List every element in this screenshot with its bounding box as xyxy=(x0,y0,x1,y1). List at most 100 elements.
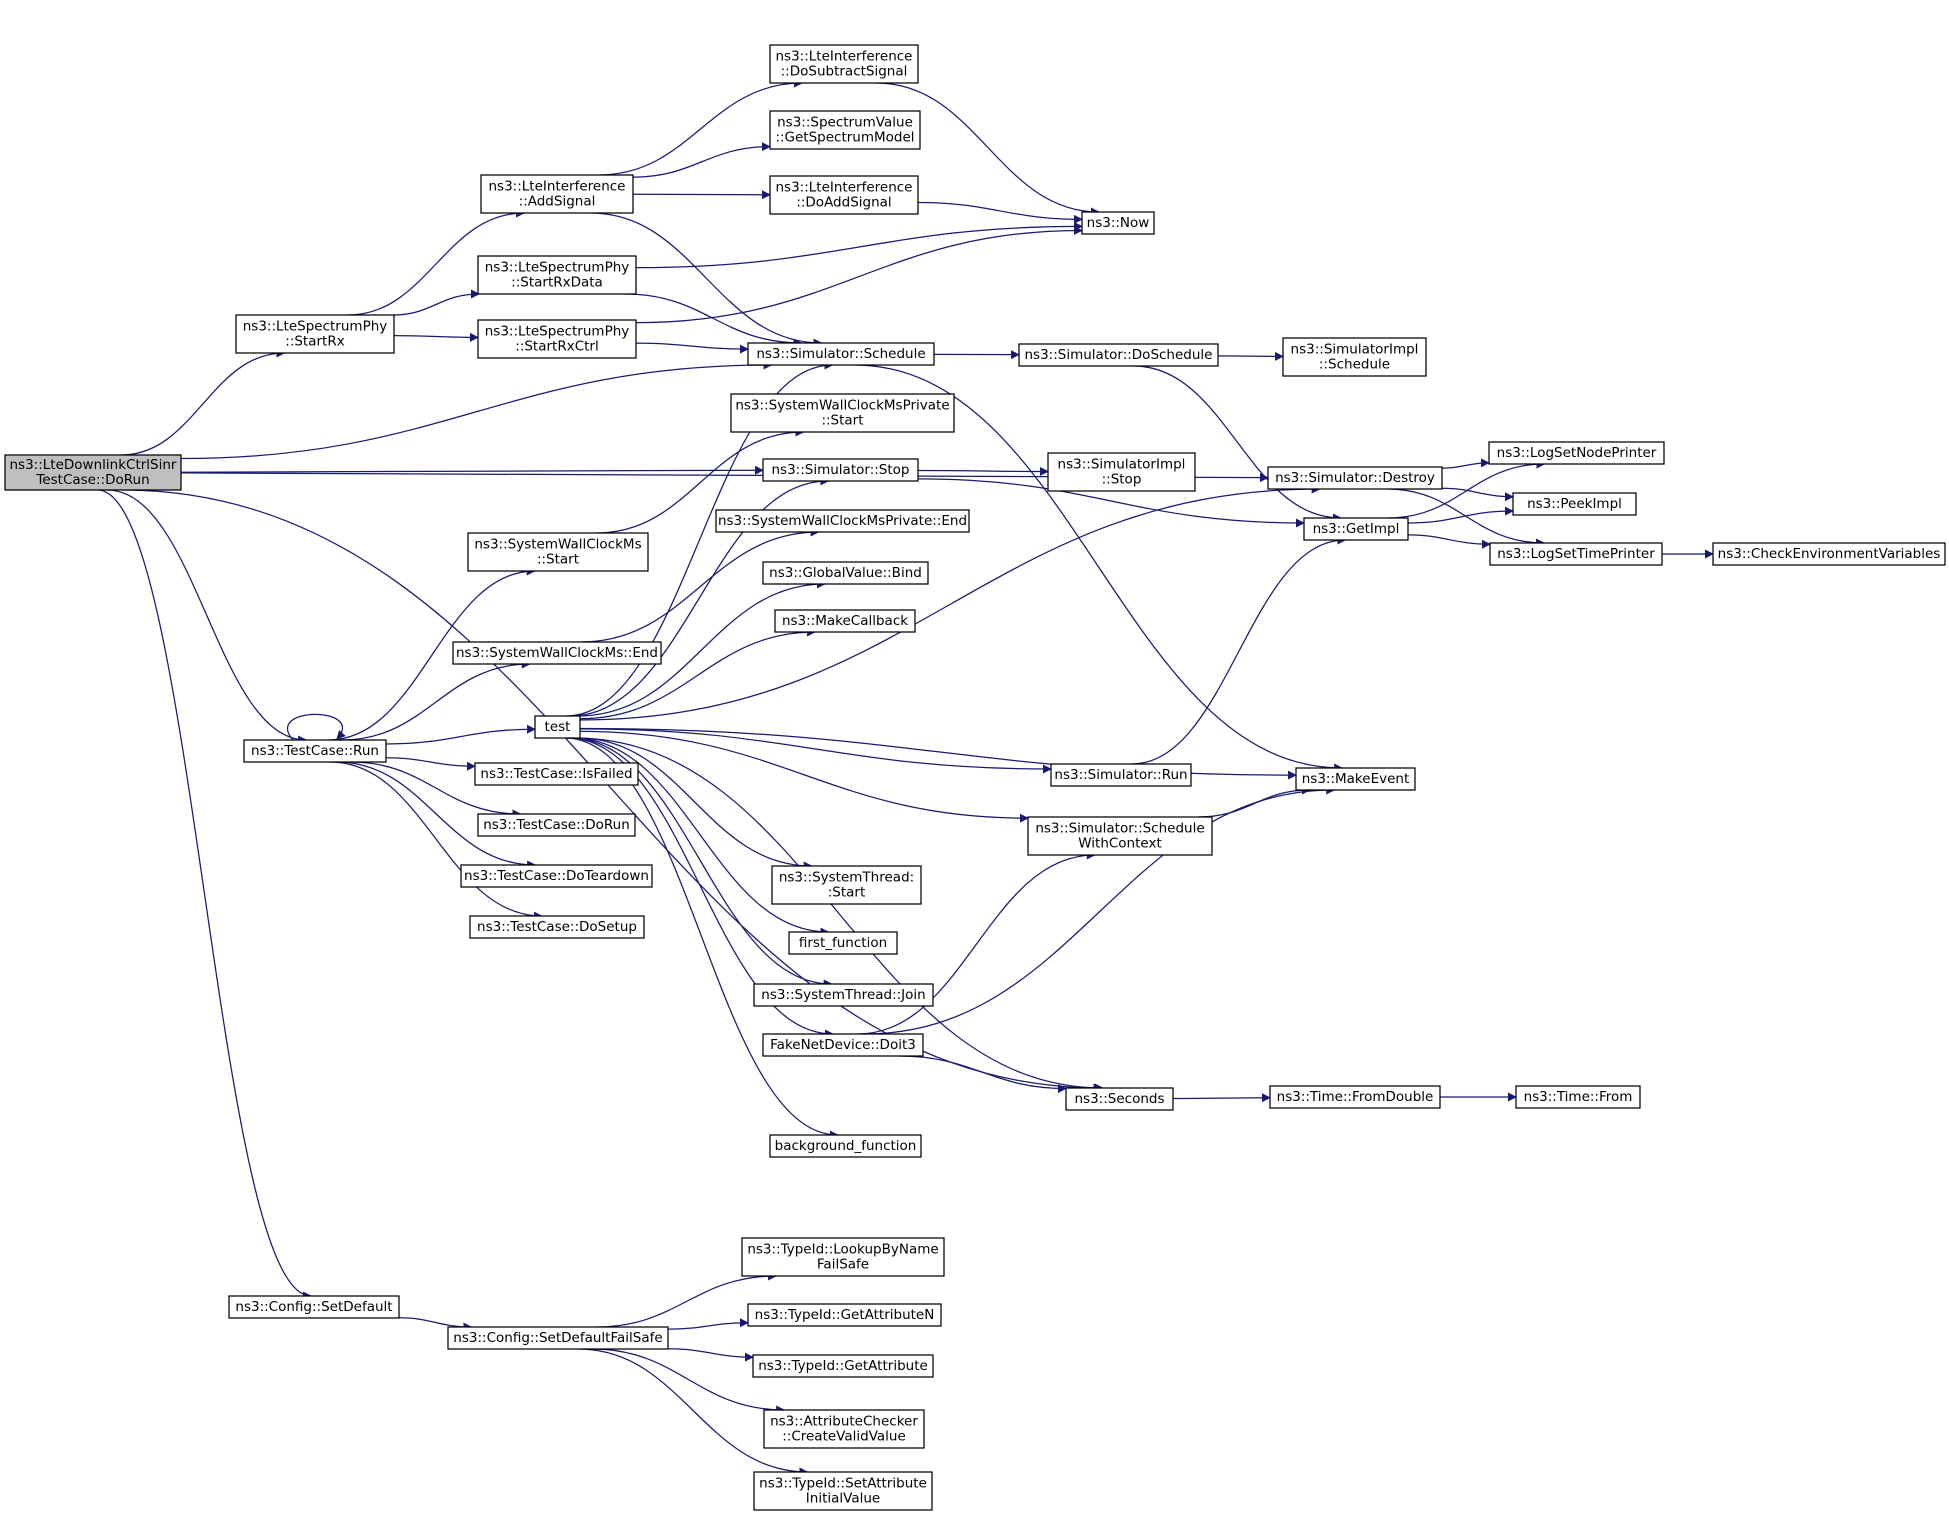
node-box-doSetup[interactable] xyxy=(469,915,645,939)
node-box-doRun[interactable] xyxy=(477,813,636,837)
node-startRxCtrl[interactable]: ns3::LteSpectrumPhy::StartRxCtrl xyxy=(477,319,637,359)
node-box-checkEnv[interactable] xyxy=(1712,542,1946,566)
node-simRun[interactable]: ns3::Simulator::Run xyxy=(1050,763,1192,787)
node-checkEnv[interactable]: ns3::CheckEnvironmentVariables xyxy=(1712,542,1946,566)
node-test[interactable]: test xyxy=(534,715,581,739)
node-box-seconds[interactable] xyxy=(1065,1087,1174,1111)
node-box-implSchedule[interactable] xyxy=(1282,337,1427,377)
node-box-wcEnd[interactable] xyxy=(452,641,662,665)
node-box-doAddSignal[interactable] xyxy=(769,175,919,215)
node-getAttrN[interactable]: ns3::TypeId::GetAttributeN xyxy=(747,1303,942,1327)
node-schedule[interactable]: ns3::Simulator::Schedule xyxy=(747,342,935,366)
node-box-makeCallback[interactable] xyxy=(774,609,916,633)
node-box-stJoin[interactable] xyxy=(753,983,934,1007)
node-box-wcpEnd[interactable] xyxy=(715,509,970,533)
node-box-getAttr[interactable] xyxy=(752,1354,934,1378)
node-seconds[interactable]: ns3::Seconds xyxy=(1065,1087,1174,1111)
node-box-root[interactable] xyxy=(4,454,182,491)
node-makeEvent[interactable]: ns3::MakeEvent xyxy=(1295,767,1416,791)
node-fromDouble[interactable]: ns3::Time::FromDouble xyxy=(1269,1085,1441,1109)
node-box-doSubtract[interactable] xyxy=(769,44,919,84)
node-getImpl[interactable]: ns3::GetImpl xyxy=(1303,517,1409,541)
node-destroy[interactable]: ns3::Simulator::Destroy xyxy=(1267,466,1443,490)
node-box-stStart[interactable] xyxy=(771,865,922,905)
node-box-firstFn[interactable] xyxy=(788,931,898,955)
node-logTime[interactable]: ns3::LogSetTimePrinter xyxy=(1489,542,1663,566)
node-implSchedule[interactable]: ns3::SimulatorImpl::Schedule xyxy=(1282,337,1427,377)
node-now[interactable]: ns3::Now xyxy=(1081,211,1155,235)
node-box-logTime[interactable] xyxy=(1489,542,1663,566)
node-box-makeEvent[interactable] xyxy=(1295,767,1416,791)
node-wcEnd[interactable]: ns3::SystemWallClockMs::End xyxy=(452,641,662,665)
node-box-schedule[interactable] xyxy=(747,342,935,366)
node-box-wcpStart[interactable] xyxy=(730,393,955,433)
node-firstFn[interactable]: first_function xyxy=(788,931,898,955)
node-box-bgFn[interactable] xyxy=(769,1134,922,1158)
node-createValid[interactable]: ns3::AttributeChecker::CreateValidValue xyxy=(763,1409,925,1449)
node-doSchedule[interactable]: ns3::Simulator::DoSchedule xyxy=(1018,343,1219,367)
node-box-startRx[interactable] xyxy=(235,314,395,354)
node-box-addSignal[interactable] xyxy=(480,174,634,214)
node-implStop[interactable]: ns3::SimulatorImpl::Stop xyxy=(1047,452,1196,492)
node-box-getImpl[interactable] xyxy=(1303,517,1409,541)
node-box-setDefault[interactable] xyxy=(228,1295,400,1319)
node-box-gvBind[interactable] xyxy=(762,561,929,585)
node-gvBind[interactable]: ns3::GlobalValue::Bind xyxy=(762,561,929,585)
node-startRxData[interactable]: ns3::LteSpectrumPhy::StartRxData xyxy=(477,255,637,295)
node-isFailed[interactable]: ns3::TestCase::IsFailed xyxy=(474,762,639,786)
node-box-setAttrInit[interactable] xyxy=(753,1471,933,1511)
node-box-now[interactable] xyxy=(1081,211,1155,235)
node-box-destroy[interactable] xyxy=(1267,466,1443,490)
node-setDefaultFailSafe[interactable]: ns3::Config::SetDefaultFailSafe xyxy=(447,1326,669,1350)
node-box-testRun[interactable] xyxy=(243,739,387,763)
node-peekImpl[interactable]: ns3::PeekImpl xyxy=(1512,492,1637,516)
node-box-simRun[interactable] xyxy=(1050,763,1192,787)
node-wcStart[interactable]: ns3::SystemWallClockMs::Start xyxy=(467,532,649,572)
node-setDefault[interactable]: ns3::Config::SetDefault xyxy=(228,1295,400,1319)
node-box-timeFrom[interactable] xyxy=(1515,1085,1641,1109)
node-box-implStop[interactable] xyxy=(1047,452,1196,492)
node-box-test[interactable] xyxy=(534,715,581,739)
node-stStart[interactable]: ns3::SystemThread::Start xyxy=(771,865,922,905)
node-startRx[interactable]: ns3::LteSpectrumPhy::StartRx xyxy=(235,314,395,354)
node-doit3[interactable]: FakeNetDevice::Doit3 xyxy=(762,1033,924,1057)
node-box-schedCtx[interactable] xyxy=(1027,816,1213,856)
node-box-doSchedule[interactable] xyxy=(1018,343,1219,367)
node-wcpEnd[interactable]: ns3::SystemWallClockMsPrivate::End xyxy=(715,509,970,533)
node-doSubtract[interactable]: ns3::LteInterference::DoSubtractSignal xyxy=(769,44,919,84)
node-box-wcStart[interactable] xyxy=(467,532,649,572)
node-testRun[interactable]: ns3::TestCase::Run xyxy=(243,739,387,763)
node-getAttr[interactable]: ns3::TypeId::GetAttribute xyxy=(752,1354,934,1378)
node-box-lookupByName[interactable] xyxy=(741,1237,945,1277)
node-box-doTeardown[interactable] xyxy=(460,864,653,888)
node-box-fromDouble[interactable] xyxy=(1269,1085,1441,1109)
node-box-setDefaultFailSafe[interactable] xyxy=(447,1326,669,1350)
node-logNode[interactable]: ns3::LogSetNodePrinter xyxy=(1488,441,1665,465)
node-doTeardown[interactable]: ns3::TestCase::DoTeardown xyxy=(460,864,653,888)
node-makeCallback[interactable]: ns3::MakeCallback xyxy=(774,609,916,633)
node-box-doit3[interactable] xyxy=(762,1033,924,1057)
node-doSetup[interactable]: ns3::TestCase::DoSetup xyxy=(469,915,645,939)
node-stJoin[interactable]: ns3::SystemThread::Join xyxy=(753,983,934,1007)
node-doRun[interactable]: ns3::TestCase::DoRun xyxy=(477,813,636,837)
node-box-peekImpl[interactable] xyxy=(1512,492,1637,516)
node-getSpectrumModel[interactable]: ns3::SpectrumValue::GetSpectrumModel xyxy=(769,110,921,150)
node-box-createValid[interactable] xyxy=(763,1409,925,1449)
node-doAddSignal[interactable]: ns3::LteInterference::DoAddSignal xyxy=(769,175,919,215)
node-box-startRxCtrl[interactable] xyxy=(477,319,637,359)
node-box-startRxData[interactable] xyxy=(477,255,637,295)
node-timeFrom[interactable]: ns3::Time::From xyxy=(1515,1085,1641,1109)
node-box-logNode[interactable] xyxy=(1488,441,1665,465)
node-simStop[interactable]: ns3::Simulator::Stop xyxy=(762,458,919,482)
node-box-isFailed[interactable] xyxy=(474,762,639,786)
node-box-simStop[interactable] xyxy=(762,458,919,482)
node-addSignal[interactable]: ns3::LteInterference::AddSignal xyxy=(480,174,634,214)
node-box-getSpectrumModel[interactable] xyxy=(769,110,921,150)
node-wcpStart[interactable]: ns3::SystemWallClockMsPrivate::Start xyxy=(730,393,955,433)
node-box-getAttrN[interactable] xyxy=(747,1303,942,1327)
node-bgFn[interactable]: background_function xyxy=(769,1134,922,1158)
